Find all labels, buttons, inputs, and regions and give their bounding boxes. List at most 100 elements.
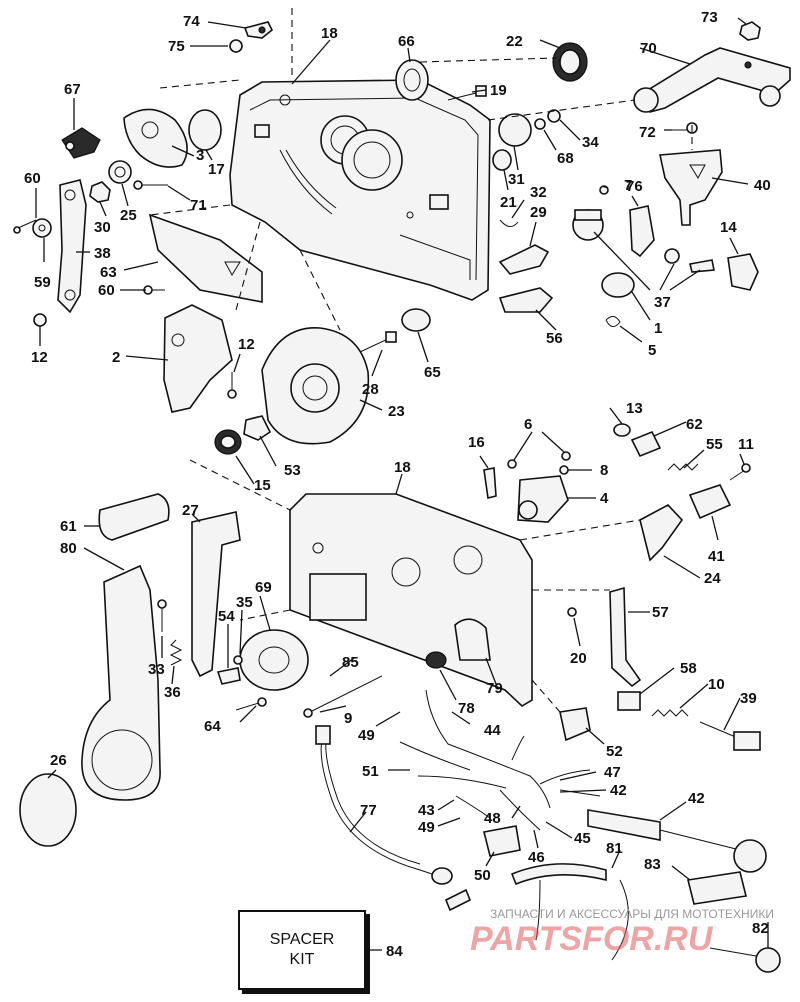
washer-34	[547, 109, 561, 123]
spring-5	[605, 316, 621, 327]
bushing-21	[492, 149, 512, 171]
spacer-kit-box: SPACER KIT	[238, 910, 366, 990]
bushing-13	[613, 423, 631, 437]
callout-73: 73	[701, 9, 718, 26]
callout-33: 33	[148, 661, 165, 678]
callout-85: 85	[342, 654, 359, 671]
callout-50: 50	[474, 867, 491, 884]
callout-84: 84	[386, 943, 403, 960]
callout-39: 39	[740, 690, 757, 707]
callout-31: 31	[508, 171, 525, 188]
callout-42-b: 42	[688, 790, 705, 807]
bracket-56	[498, 287, 554, 313]
callout-65: 65	[424, 364, 441, 381]
callout-16: 16	[468, 434, 485, 451]
harness-42	[587, 809, 767, 873]
callout-41: 41	[708, 548, 725, 565]
callout-34: 34	[582, 134, 599, 151]
callout-77: 77	[360, 802, 377, 819]
callout-56: 56	[546, 330, 563, 347]
callout-59: 59	[34, 274, 51, 291]
callout-32: 32	[530, 184, 547, 201]
screw-64	[235, 697, 267, 711]
decal-63	[148, 213, 263, 303]
clip-16	[483, 467, 497, 499]
callout-20: 20	[570, 650, 587, 667]
arm-38	[57, 179, 87, 314]
cable-81	[444, 863, 629, 961]
link-67	[61, 127, 101, 159]
spacer-kit-line2: KIT	[289, 951, 315, 968]
callout-12-b: 12	[238, 336, 255, 353]
lever-29	[498, 244, 550, 275]
ring-65	[401, 308, 431, 332]
callout-74: 74	[183, 13, 200, 30]
callout-45: 45	[574, 830, 591, 847]
callout-72: 72	[639, 124, 656, 141]
callout-49-a: 49	[358, 727, 375, 744]
callout-67: 67	[64, 81, 81, 98]
switch-37	[572, 209, 604, 241]
callout-75: 75	[168, 38, 185, 55]
clip-54	[216, 667, 241, 685]
screw-6	[507, 451, 571, 469]
spring-17	[188, 109, 222, 151]
callout-24: 24	[704, 570, 721, 587]
screw-9	[303, 675, 383, 718]
watermark-logo: PARTSFOR.RU	[470, 920, 714, 958]
callout-5: 5	[648, 342, 656, 359]
cable-77	[315, 725, 453, 885]
callout-81: 81	[606, 840, 623, 857]
callout-13: 13	[626, 400, 643, 417]
watermark-caption: ЗАПЧАСТИ И АКСЕССУАРЫ ДЛЯ МОТОТЕХНИКИ	[490, 907, 774, 921]
switch-4	[517, 475, 569, 523]
callout-9: 9	[344, 710, 352, 727]
bracket-27	[191, 511, 241, 678]
spring-36	[169, 639, 183, 666]
callout-15: 15	[254, 477, 271, 494]
callout-17: 17	[208, 161, 225, 178]
callout-70: 70	[640, 40, 657, 57]
callout-51: 51	[362, 763, 379, 780]
callout-3: 3	[196, 147, 204, 164]
spacer-kit-line1: SPACER	[269, 931, 335, 948]
pin-12a	[33, 313, 47, 327]
plate-53	[243, 415, 272, 441]
upper-housing	[229, 79, 491, 301]
cam-plate-3	[123, 108, 188, 168]
screw-28	[359, 331, 397, 353]
screw-60b	[143, 285, 165, 295]
callout-54: 54	[218, 608, 235, 625]
spring-55	[667, 463, 699, 471]
bushing-66	[395, 59, 429, 101]
lower-housing	[289, 493, 533, 707]
switch-62	[630, 430, 662, 458]
washer-25	[108, 160, 132, 184]
callout-25: 25	[120, 207, 137, 224]
watermark: ЗАПЧАСТИ И АКСЕССУАРЫ ДЛЯ МОТОТЕХНИКИ PA…	[470, 907, 774, 958]
callout-42-a: 42	[610, 782, 627, 799]
screw-35	[233, 655, 243, 665]
nut-30	[89, 181, 111, 203]
callout-21: 21	[500, 194, 517, 211]
seal-22	[552, 42, 588, 82]
callout-44: 44	[484, 722, 501, 739]
handle-80	[81, 564, 161, 801]
stud-33	[157, 599, 167, 632]
callout-79: 79	[486, 680, 503, 697]
washer-68	[534, 118, 546, 130]
callout-46: 46	[528, 849, 545, 866]
spring-10	[651, 709, 689, 717]
callout-76: 76	[626, 178, 643, 195]
lever-arm-70	[633, 47, 791, 113]
callout-22: 22	[506, 33, 523, 50]
callout-71: 71	[190, 197, 207, 214]
callout-27: 27	[182, 502, 199, 519]
callout-35: 35	[236, 594, 253, 611]
callout-55: 55	[706, 436, 723, 453]
callout-12-a: 12	[31, 349, 48, 366]
connector-41	[688, 484, 732, 520]
pin-12b	[227, 372, 237, 399]
lever-57	[609, 586, 642, 688]
callout-80: 80	[60, 540, 77, 557]
